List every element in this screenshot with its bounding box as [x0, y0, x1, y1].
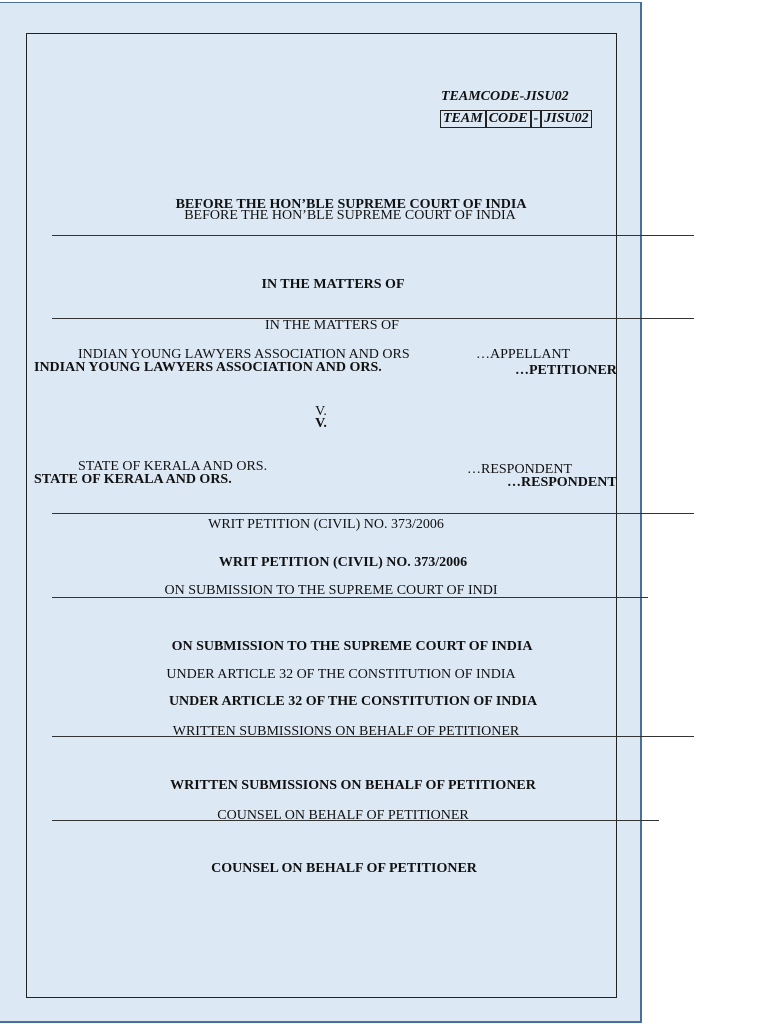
counsel-field: COUNSEL ON BEHALF OF PETITIONER: [217, 808, 469, 823]
submission-field: ON SUBMISSION TO THE SUPREME COURT OF IN…: [164, 583, 498, 598]
field-underline: [52, 597, 648, 598]
petitioner-name: INDIAN YOUNG LAWYERS ASSOCIATION AND ORS…: [34, 360, 382, 375]
counsel-heading: COUNSEL ON BEHALF OF PETITIONER: [211, 861, 477, 876]
field-underline: [52, 736, 694, 737]
field-underline: [52, 820, 659, 821]
versus-field: V.: [315, 404, 327, 419]
team-code-part: -: [530, 110, 542, 128]
team-code-part: TEAM: [440, 110, 486, 128]
court-title: BEFORE THE HON’BLE SUPREME COURT OF INDI…: [175, 197, 527, 212]
submission-heading: ON SUBMISSION TO THE SUPREME COURT OF IN…: [171, 639, 533, 654]
article-field: UNDER ARTICLE 32 OF THE CONSTITUTION OF …: [166, 667, 516, 682]
matters-field: IN THE MATTERS OF: [265, 318, 399, 333]
field-underline: [52, 235, 694, 236]
respondent-role-field: …RESPONDENT: [467, 462, 573, 477]
field-underline: [52, 318, 694, 319]
document-page: [0, 2, 642, 1023]
article-heading: UNDER ARTICLE 32 OF THE CONSTITUTION OF …: [168, 694, 538, 709]
matters-heading: IN THE MATTERS OF: [261, 277, 405, 292]
field-underline: [52, 513, 694, 514]
page-border: [26, 33, 617, 998]
team-code-part: JISU02: [541, 110, 592, 128]
court-title-field: BEFORE THE HON’BLE SUPREME COURT OF INDI…: [184, 208, 516, 223]
respondent-role: …RESPONDENT: [507, 475, 617, 490]
petitioner-role: …PETITIONER: [515, 363, 617, 378]
written-heading: WRITTEN SUBMISSIONS ON BEHALF OF PETITIO…: [170, 778, 536, 793]
team-code: TEAMCODE-JISU02: [441, 89, 569, 104]
versus: V.: [315, 416, 327, 431]
respondent-field: STATE OF KERALA AND ORS.: [78, 459, 268, 474]
team-code-part: CODE: [485, 110, 531, 128]
petition-number: WRIT PETITION (CIVIL) NO. 373/2006: [218, 555, 468, 570]
written-field: WRITTEN SUBMISSIONS ON BEHALF OF PETITIO…: [172, 724, 520, 739]
petition-number-field: WRIT PETITION (CIVIL) NO. 373/2006: [208, 517, 444, 532]
respondent-name: STATE OF KERALA AND ORS.: [34, 472, 232, 487]
appellant-role-field: …APPELLANT: [476, 347, 571, 362]
petitioner-field: INDIAN YOUNG LAWYERS ASSOCIATION AND ORS: [78, 347, 410, 362]
